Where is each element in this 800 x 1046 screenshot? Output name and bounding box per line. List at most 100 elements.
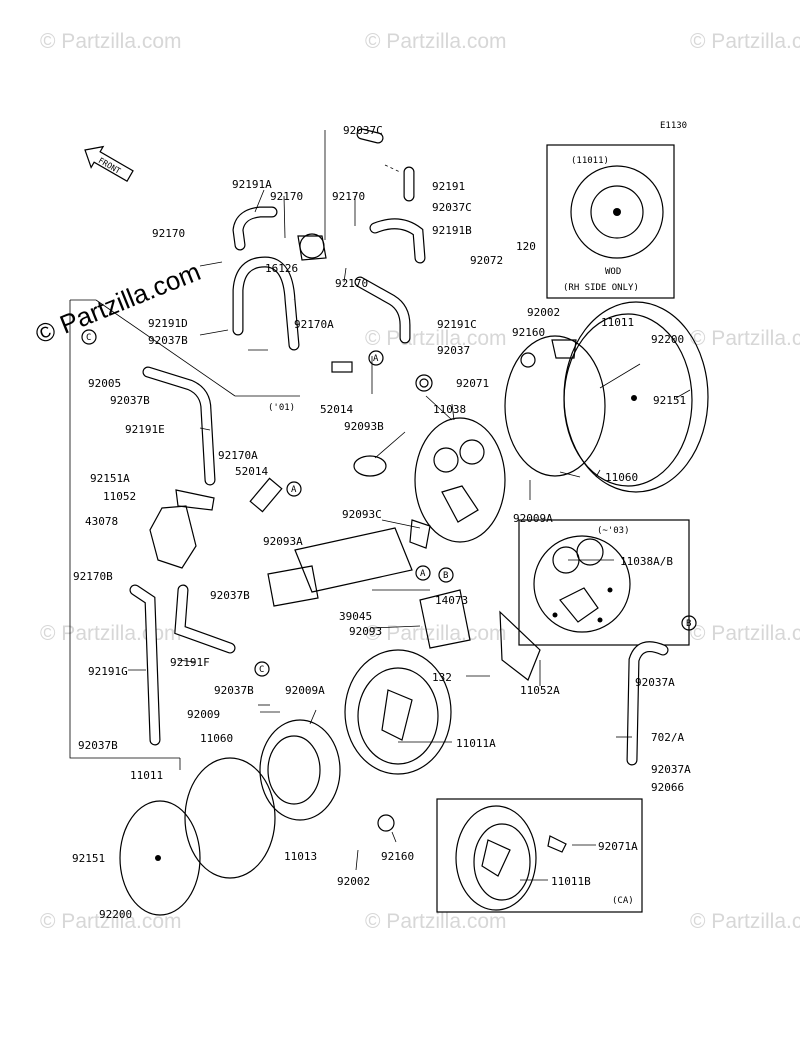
part-label: 11038A/B: [620, 555, 673, 568]
part-label: 92170: [270, 190, 303, 203]
part-label: 43078: [85, 515, 118, 528]
callout-a: A: [291, 485, 297, 495]
watermark: © Partzilla.com: [40, 622, 182, 645]
air-filter-element: [259, 719, 341, 821]
part-label: 52014: [320, 403, 353, 416]
hose-layer: [129, 128, 669, 766]
callout-markers: A A A B B C C: [81, 329, 697, 677]
part-label: 92002: [527, 306, 560, 319]
part-label: 92093B: [344, 420, 384, 433]
note-to-2003: (~'03): [597, 526, 630, 536]
wod-label: WOD: [605, 267, 621, 277]
callout-c: C: [86, 333, 91, 343]
air-cleaner-cover-left: [119, 800, 201, 916]
part-label: 39045: [339, 610, 372, 623]
part-label: 92170: [335, 277, 368, 290]
part-label: 92191E: [125, 423, 165, 436]
model-2001-bracket: ('01): [69, 299, 300, 770]
part-label: 92191C: [437, 318, 477, 331]
part-label: 132: [432, 671, 452, 684]
part-label: 120: [516, 240, 536, 253]
part-label: 92037C: [343, 124, 383, 137]
part-label: 92170: [332, 190, 365, 203]
wod-note: (RH SIDE ONLY): [563, 283, 639, 293]
part-label: 92191D: [148, 317, 188, 330]
part-label: 92037A: [635, 676, 675, 689]
part-label: 92170B: [73, 570, 113, 583]
callout-a: A: [420, 569, 426, 579]
callout-a: A: [373, 354, 379, 364]
part-label: 11060: [605, 471, 638, 484]
part-label: 92037C: [432, 201, 472, 214]
front-arrow-icon: FRONT: [84, 145, 134, 183]
wod-inset-box: (11011) WOD (RH SIDE ONLY): [546, 144, 675, 299]
gasket-right: [504, 335, 606, 477]
air-cleaner-base-right: [414, 417, 506, 543]
part-label: 92037A: [651, 763, 691, 776]
part-label: 92200: [651, 333, 684, 346]
part-label: 92170A: [294, 318, 334, 331]
part-label: 92002: [337, 875, 370, 888]
part-label: 92009A: [513, 512, 553, 525]
part-label: 11038: [433, 403, 466, 416]
part-label: 92037B: [148, 334, 188, 347]
leader-lines: [128, 130, 691, 881]
part-label: 92066: [651, 781, 684, 794]
model-2003-box: (~'03): [518, 519, 690, 646]
part-label: 92071: [456, 377, 489, 390]
part-label: 92151: [72, 852, 105, 865]
part-label: 92093C: [342, 508, 382, 521]
watermark: © Partzilla.com: [40, 910, 182, 933]
part-label: 92071A: [598, 840, 638, 853]
part-label: 92037: [437, 344, 470, 357]
gasket-left: [184, 757, 276, 879]
watermark: © Partzilla.com: [690, 30, 800, 53]
part-labels: 92037C 92191A 92170 92170 92191 92037C 9…: [72, 124, 691, 921]
watermark: © Partzilla.com: [365, 622, 507, 645]
part-label: 92093: [349, 625, 382, 638]
part-label: 92005: [88, 377, 121, 390]
note-2001: ('01): [268, 403, 295, 413]
watermark: © Partzilla.com: [690, 622, 800, 645]
air-cleaner-base-left: [344, 649, 452, 775]
part-label: 92191G: [88, 665, 128, 678]
callout-b: B: [686, 619, 691, 629]
part-label: 52014: [235, 465, 268, 478]
watermark: © Partzilla.com: [40, 30, 182, 53]
part-label: 11060: [200, 732, 233, 745]
part-label: 14073: [435, 594, 468, 607]
part-label: 92200: [99, 908, 132, 921]
part-label: 11052A: [520, 684, 560, 697]
part-label: 11011: [130, 769, 163, 782]
part-label: 92072: [470, 254, 503, 267]
fittings-layer: [149, 164, 577, 832]
part-label: 92151A: [90, 472, 130, 485]
watermark: © Partzilla.com: [690, 327, 800, 350]
wod-part-number: (11011): [571, 156, 609, 166]
part-label: 92191A: [232, 178, 272, 191]
part-label: 92160: [381, 850, 414, 863]
part-label: 92191B: [432, 224, 472, 237]
watermark: © Partzilla.com: [365, 327, 507, 350]
part-label: 92170: [152, 227, 185, 240]
california-box: (CA): [436, 798, 643, 913]
part-label: 702/A: [651, 731, 684, 744]
part-label: 92037B: [78, 739, 118, 752]
part-label: 92037B: [214, 684, 254, 697]
part-label: 92151: [653, 394, 686, 407]
part-label: 92037B: [210, 589, 250, 602]
part-label: 11011: [601, 316, 634, 329]
diagram-code: E1130: [660, 121, 687, 131]
callout-c: C: [259, 665, 264, 675]
part-label: 11013: [284, 850, 317, 863]
callout-b: B: [443, 571, 448, 581]
part-label: 92170A: [218, 449, 258, 462]
part-label: 92093A: [263, 535, 303, 548]
part-label: 92037B: [110, 394, 150, 407]
note-california: (CA): [612, 896, 634, 906]
watermark: © Partzilla.com: [690, 910, 800, 933]
part-label: 92009: [187, 708, 220, 721]
part-label: 16126: [265, 262, 298, 275]
part-label: 92160: [512, 326, 545, 339]
